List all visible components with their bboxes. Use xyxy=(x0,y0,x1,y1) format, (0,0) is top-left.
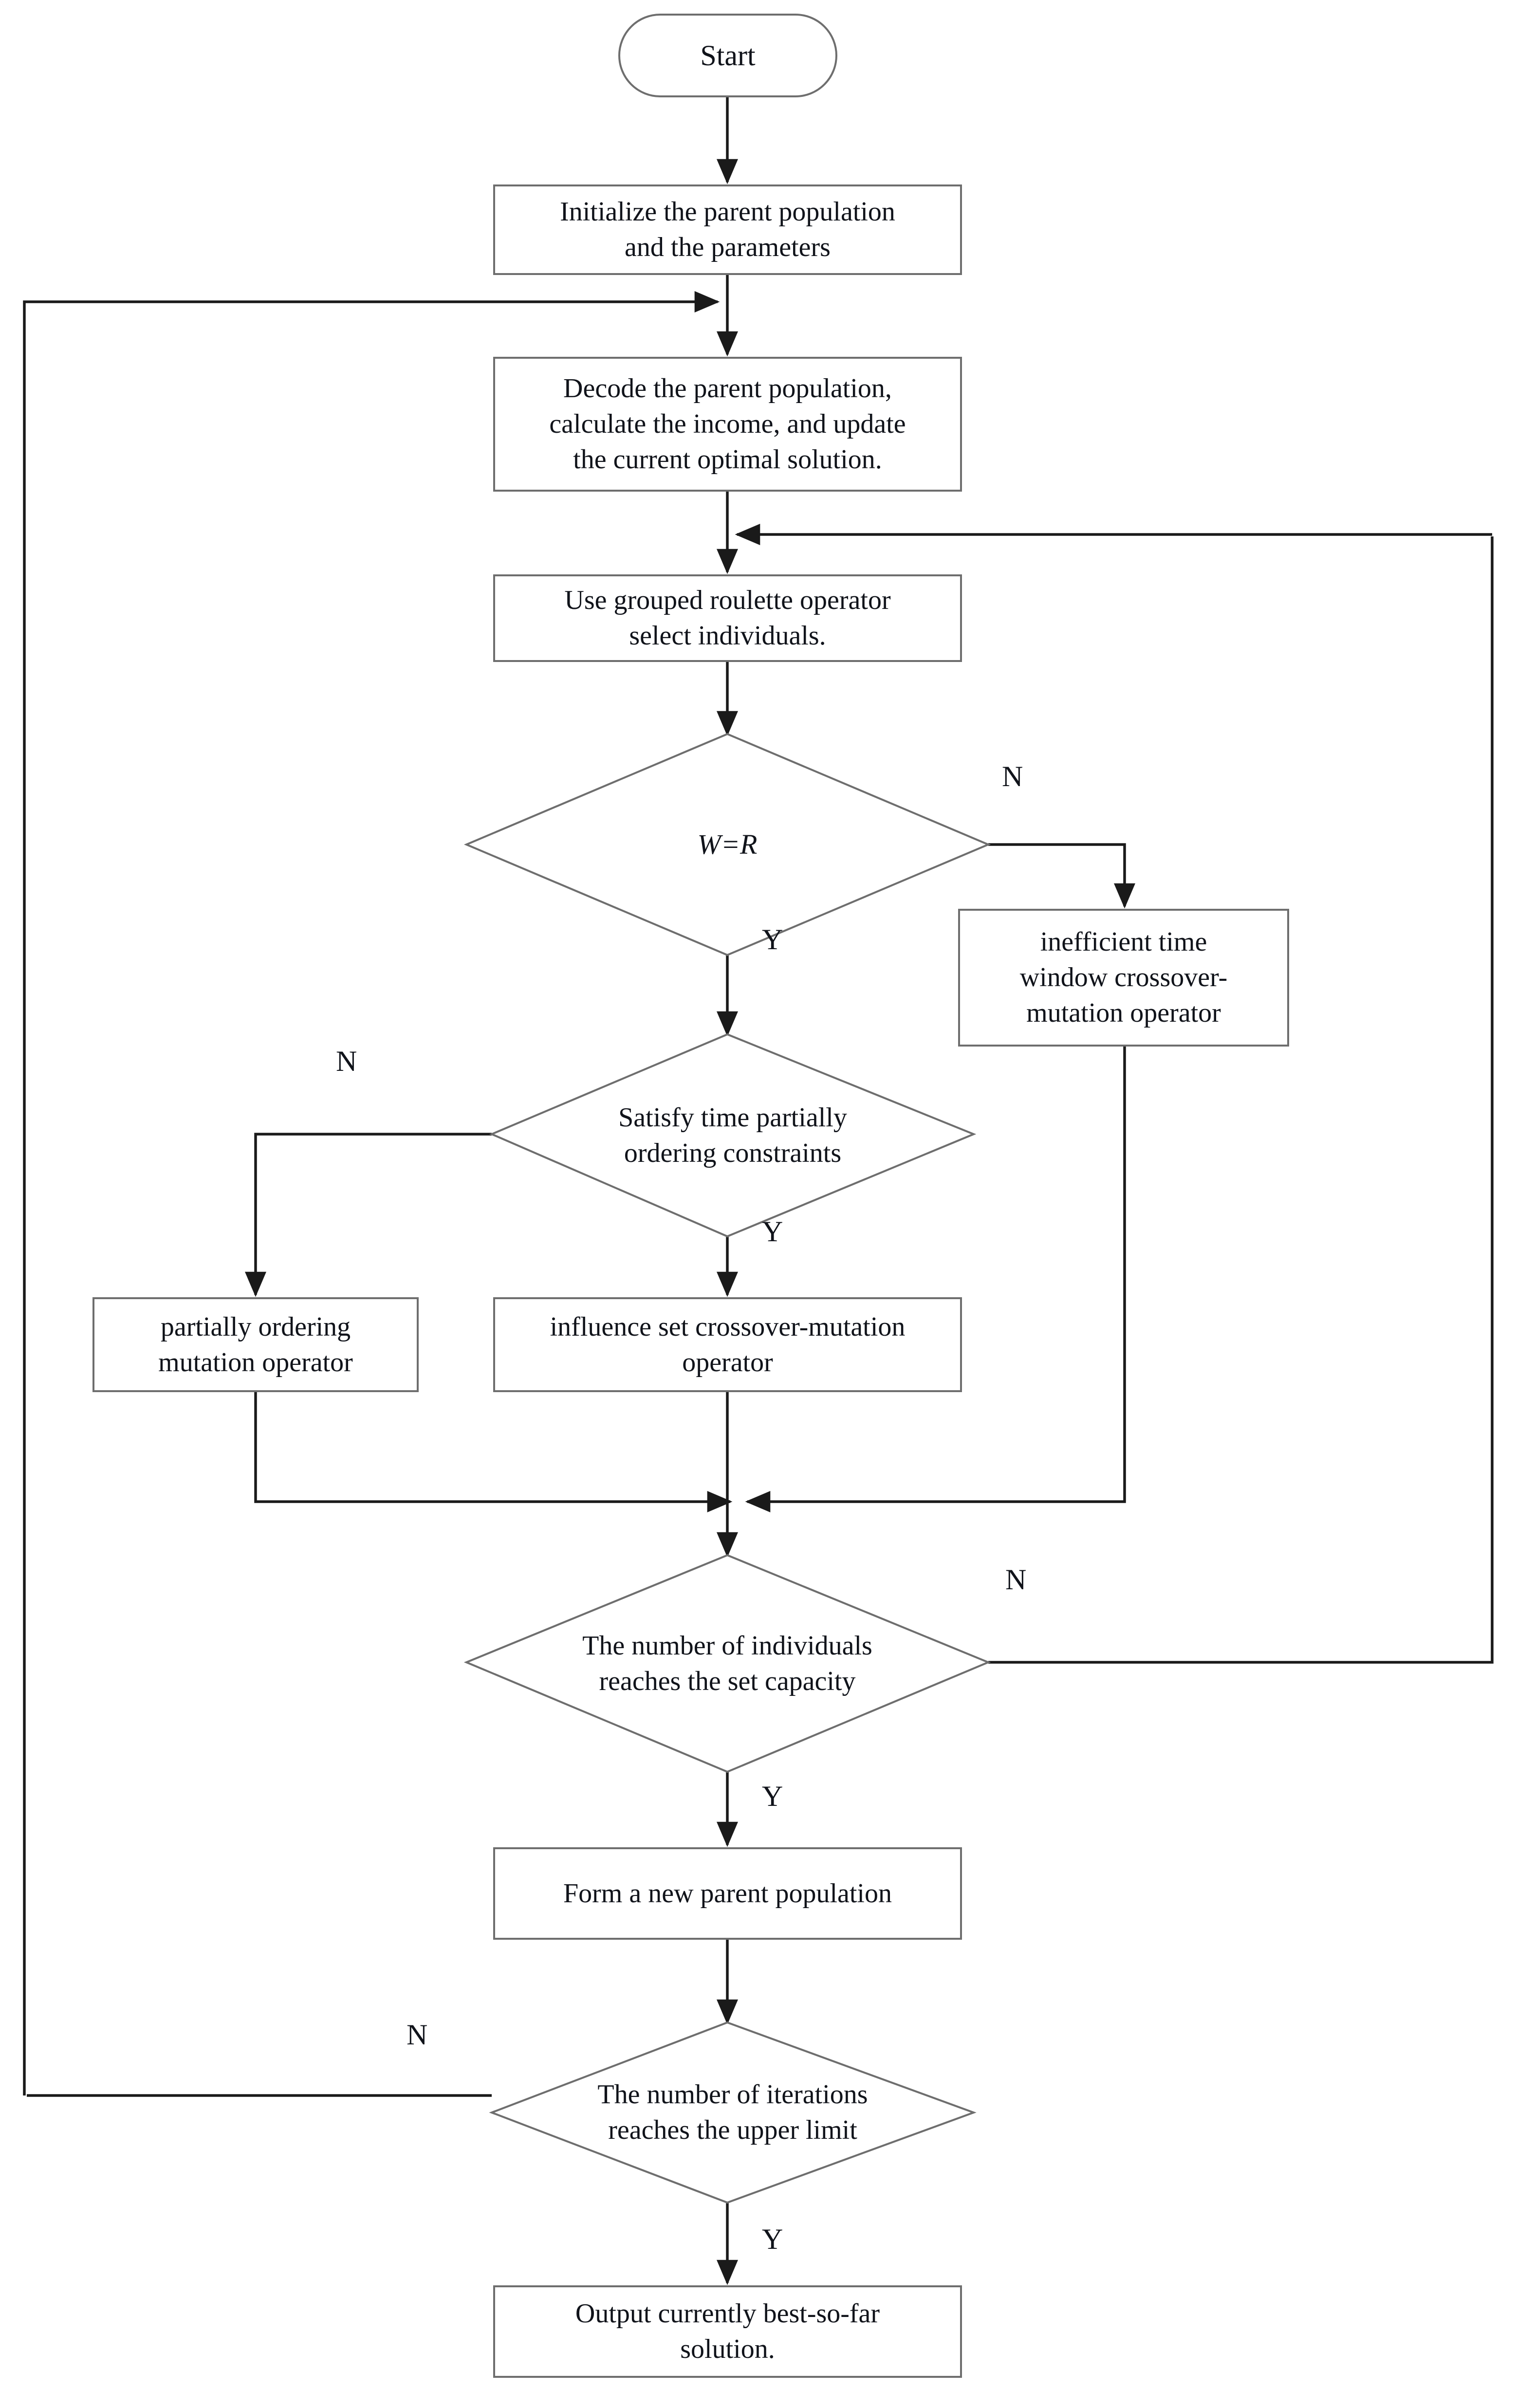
decision-shape-wr xyxy=(463,733,991,956)
node-output[interactable]: Output currently best-so-far solution. xyxy=(493,2285,962,2378)
edge-capacity-no-loop-out xyxy=(988,536,1494,1664)
node-capacity-decision-label: The number of individuals reaches the se… xyxy=(582,1630,872,1696)
node-capacity-decision[interactable]: The number of individuals reaches the se… xyxy=(466,1555,988,1772)
node-initialize-label: Initialize the parent population and the… xyxy=(560,197,895,262)
edge-label-satisfy-no: N xyxy=(336,1045,357,1077)
edge-partialorder-merge xyxy=(254,1392,733,1512)
edge-label-capacity-yes: Y xyxy=(762,1780,783,1812)
node-partially-ordering-mutation[interactable]: partially ordering mutation operator xyxy=(92,1297,419,1392)
node-start[interactable]: Start xyxy=(618,14,837,97)
node-inefficient-time-window[interactable]: inefficient time window crossover- mutat… xyxy=(958,909,1289,1047)
node-wr-decision-label: W=R xyxy=(697,828,758,861)
edge-iterations-no-loop xyxy=(23,291,720,2096)
edge-wr-no xyxy=(988,843,1135,909)
node-roulette-label: Use grouped roulette operator select ind… xyxy=(564,585,891,651)
edge-label-satisfy-yes: Y xyxy=(762,1215,783,1248)
node-decode[interactable]: Decode the parent population, calculate … xyxy=(493,357,962,492)
node-wr-decision[interactable]: W=R xyxy=(466,734,988,955)
node-start-label: Start xyxy=(700,39,756,72)
edge-label-iterations-no: N xyxy=(407,2019,428,2051)
node-satisfy-decision-label: Satisfy time partially ordering constrai… xyxy=(618,1102,847,1168)
edge-inefficient-merge xyxy=(745,1047,1126,1512)
decision-shape-capacity xyxy=(463,1554,991,1773)
edge-label-capacity-no: N xyxy=(1005,1563,1027,1596)
node-partially-ordering-mutation-label: partially ordering mutation operator xyxy=(158,1311,353,1378)
node-iterations-decision[interactable]: The number of iterations reaches the upp… xyxy=(492,2022,974,2203)
node-output-label: Output currently best-so-far solution. xyxy=(575,2298,880,2364)
decision-shape-iterations xyxy=(489,2021,977,2204)
node-iterations-decision-label: The number of iterations reaches the upp… xyxy=(597,2079,868,2145)
edge-label-iterations-yes: Y xyxy=(762,2223,783,2255)
node-satisfy-decision[interactable]: Satisfy time partially ordering constrai… xyxy=(492,1034,974,1236)
edge-label-wr-no: N xyxy=(1002,760,1023,792)
node-inefficient-time-window-label: inefficient time window crossover- mutat… xyxy=(1019,927,1228,1028)
decision-shape-satisfy xyxy=(489,1033,977,1238)
edge-satisfy-no xyxy=(245,1133,492,1297)
node-form-population[interactable]: Form a new parent population xyxy=(493,1847,962,1940)
node-form-population-label: Form a new parent population xyxy=(563,1878,892,1909)
node-initialize[interactable]: Initialize the parent population and the… xyxy=(493,184,962,275)
node-decode-label: Decode the parent population, calculate … xyxy=(549,373,906,475)
edge-label-wr-yes: Y xyxy=(762,923,783,956)
node-influence-set-crossover[interactable]: influence set crossover-mutation operato… xyxy=(493,1297,962,1392)
node-roulette[interactable]: Use grouped roulette operator select ind… xyxy=(493,574,962,662)
node-influence-set-crossover-label: influence set crossover-mutation operato… xyxy=(550,1311,906,1378)
